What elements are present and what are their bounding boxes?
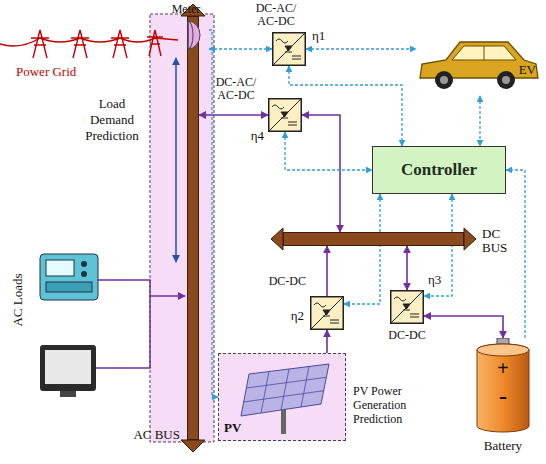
meter-symbol xyxy=(178,19,202,51)
efficiency-label: η3 xyxy=(428,272,441,288)
controller-label: Controller xyxy=(401,160,477,180)
meter: Meter xyxy=(163,2,209,52)
connector xyxy=(306,48,416,49)
bus-label: DC BUS xyxy=(482,227,516,255)
prediction-label: Load Demand Prediction xyxy=(80,96,144,144)
converter-label: DC-DC xyxy=(384,328,430,343)
pv-region: PVPV Power Generation Prediction xyxy=(218,353,346,441)
ev: EV xyxy=(416,34,540,96)
prediction-label: PV Power Generation Prediction xyxy=(353,384,445,426)
battery: +-Battery xyxy=(475,338,531,434)
ac-region xyxy=(150,14,214,442)
connector xyxy=(326,246,328,296)
converter-label: DC-AC/ AC-DC xyxy=(248,2,304,28)
efficiency-label: η4 xyxy=(251,128,264,144)
converter-symbol xyxy=(390,290,424,324)
loads-label: AC Loads xyxy=(10,268,26,332)
connector xyxy=(209,48,272,49)
pv-label: PV xyxy=(224,420,241,436)
ac-bus: AC BUS xyxy=(187,16,199,440)
converter-box: DC-DCη3 xyxy=(390,290,424,324)
power-grid-towers xyxy=(0,30,178,58)
connector xyxy=(344,194,380,304)
efficiency-label: η1 xyxy=(312,28,325,44)
converter-box: DC-AC/ AC-DCη4 xyxy=(268,98,302,132)
connector xyxy=(406,246,408,290)
connector xyxy=(479,96,480,146)
grid-label: Power Grid xyxy=(16,64,76,80)
connector xyxy=(326,330,328,353)
controller-box: Controller xyxy=(372,146,506,194)
polarity-label: + xyxy=(475,358,531,378)
converter-box: DC-DCη2 xyxy=(310,296,344,330)
connector xyxy=(302,115,340,232)
connector xyxy=(199,114,268,116)
converter-symbol xyxy=(310,296,344,330)
connector xyxy=(289,66,402,146)
polarity-label: - xyxy=(475,384,531,408)
meter-label: Meter xyxy=(163,2,209,17)
converter-box: DC-AC/ AC-DCη1 xyxy=(272,32,306,66)
ac-load-device xyxy=(40,254,98,300)
connector xyxy=(506,170,525,338)
ac-load-tv xyxy=(40,345,96,397)
connector xyxy=(285,132,372,170)
load-wires xyxy=(96,280,185,368)
connector xyxy=(424,316,503,338)
ev-label: EV xyxy=(519,62,536,78)
converter-label: DC-AC/ AC-DC xyxy=(208,76,264,102)
load-demand-arrow xyxy=(175,58,177,262)
converter-symbol xyxy=(268,98,302,132)
battery-label: Battery xyxy=(469,438,537,454)
efficiency-label: η2 xyxy=(291,308,304,324)
dc-bus: DC BUS xyxy=(283,232,464,246)
bus-label: AC BUS xyxy=(133,427,180,443)
converter-label: DC-DC xyxy=(269,274,306,289)
converter-symbol xyxy=(272,32,306,66)
